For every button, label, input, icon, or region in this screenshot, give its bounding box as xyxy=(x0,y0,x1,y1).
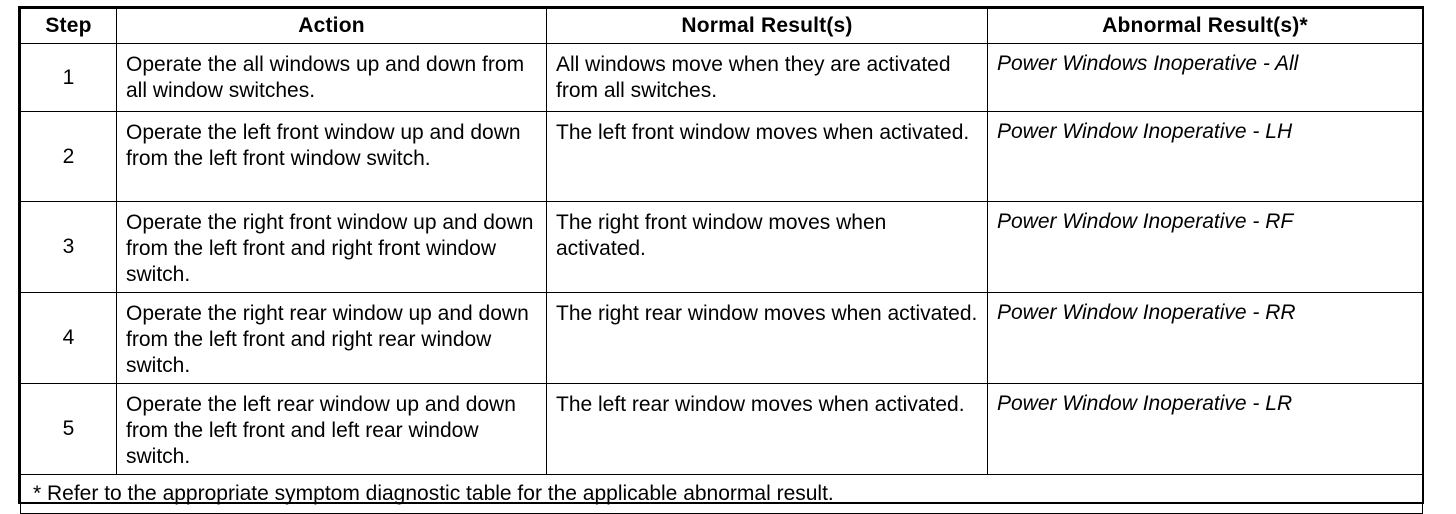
header-action: Action xyxy=(116,8,547,44)
action-cell: Operate the all windows up and down from… xyxy=(116,43,547,112)
action-text: Operate the all windows up and down from… xyxy=(126,53,525,102)
table-row: 2 Operate the left front window up and d… xyxy=(20,111,1423,202)
abnormal-result-text: Power Window Inoperative - LR xyxy=(997,392,1293,415)
abnormal-result-text: Power Windows Inoperative - All xyxy=(997,52,1299,75)
step-number: 5 xyxy=(20,383,117,475)
normal-result-text: The left front window moves when activat… xyxy=(556,121,970,144)
action-text: Operate the left rear window up and down… xyxy=(126,393,516,468)
abnormal-result-cell: Power Window Inoperative - RF xyxy=(987,201,1423,293)
action-cell: Operate the left rear window up and down… xyxy=(116,383,547,475)
abnormal-result-text: Power Window Inoperative - RF xyxy=(997,210,1294,233)
normal-result-cell: The right front window moves when activa… xyxy=(546,201,988,293)
header-normal-results: Normal Result(s) xyxy=(546,8,988,44)
normal-result-text: The left rear window moves when activate… xyxy=(556,393,965,416)
table-row: 1 Operate the all windows up and down fr… xyxy=(20,43,1423,112)
action-text: Operate the right front window up and do… xyxy=(126,211,534,286)
action-text: Operate the right rear window up and dow… xyxy=(126,302,529,377)
abnormal-result-text: Power Window Inoperative - RR xyxy=(997,301,1296,324)
diagnostic-table: Step Action Normal Result(s) Abnormal Re… xyxy=(20,8,1423,514)
action-cell: Operate the left front window up and dow… xyxy=(116,111,547,202)
normal-result-cell: The left front window moves when activat… xyxy=(546,111,988,202)
abnormal-result-cell: Power Window Inoperative - LH xyxy=(987,111,1423,202)
header-step: Step xyxy=(20,8,117,44)
footnote: * Refer to the appropriate symptom diagn… xyxy=(20,474,1423,514)
step-number: 1 xyxy=(20,43,117,112)
abnormal-result-text: Power Window Inoperative - LH xyxy=(997,120,1293,143)
step-number: 2 xyxy=(20,111,117,202)
abnormal-result-cell: Power Window Inoperative - RR xyxy=(987,292,1423,384)
abnormal-result-cell: Power Window Inoperative - LR xyxy=(987,383,1423,475)
normal-result-cell: The right rear window moves when activat… xyxy=(546,292,988,384)
table-row: 3 Operate the right front window up and … xyxy=(20,201,1423,293)
diagnostic-table-frame: Step Action Normal Result(s) Abnormal Re… xyxy=(18,6,1424,514)
footnote-row: * Refer to the appropriate symptom diagn… xyxy=(20,474,1423,514)
action-cell: Operate the right rear window up and dow… xyxy=(116,292,547,384)
header-abnormal-results: Abnormal Result(s)* xyxy=(987,8,1423,44)
step-number: 3 xyxy=(20,201,117,293)
abnormal-result-cell: Power Windows Inoperative - All xyxy=(987,43,1423,112)
action-text: Operate the left front window up and dow… xyxy=(126,121,521,170)
normal-result-cell: All windows move when they are activated… xyxy=(546,43,988,112)
normal-result-text: All windows move when they are activated… xyxy=(556,53,951,102)
step-number: 4 xyxy=(20,292,117,384)
header-row: Step Action Normal Result(s) Abnormal Re… xyxy=(20,8,1423,44)
normal-result-text: The right rear window moves when activat… xyxy=(556,302,978,325)
normal-result-cell: The left rear window moves when activate… xyxy=(546,383,988,475)
table-row: 5 Operate the left rear window up and do… xyxy=(20,383,1423,475)
action-cell: Operate the right front window up and do… xyxy=(116,201,547,293)
table-row: 4 Operate the right rear window up and d… xyxy=(20,292,1423,384)
normal-result-text: The right front window moves when activa… xyxy=(556,211,887,260)
